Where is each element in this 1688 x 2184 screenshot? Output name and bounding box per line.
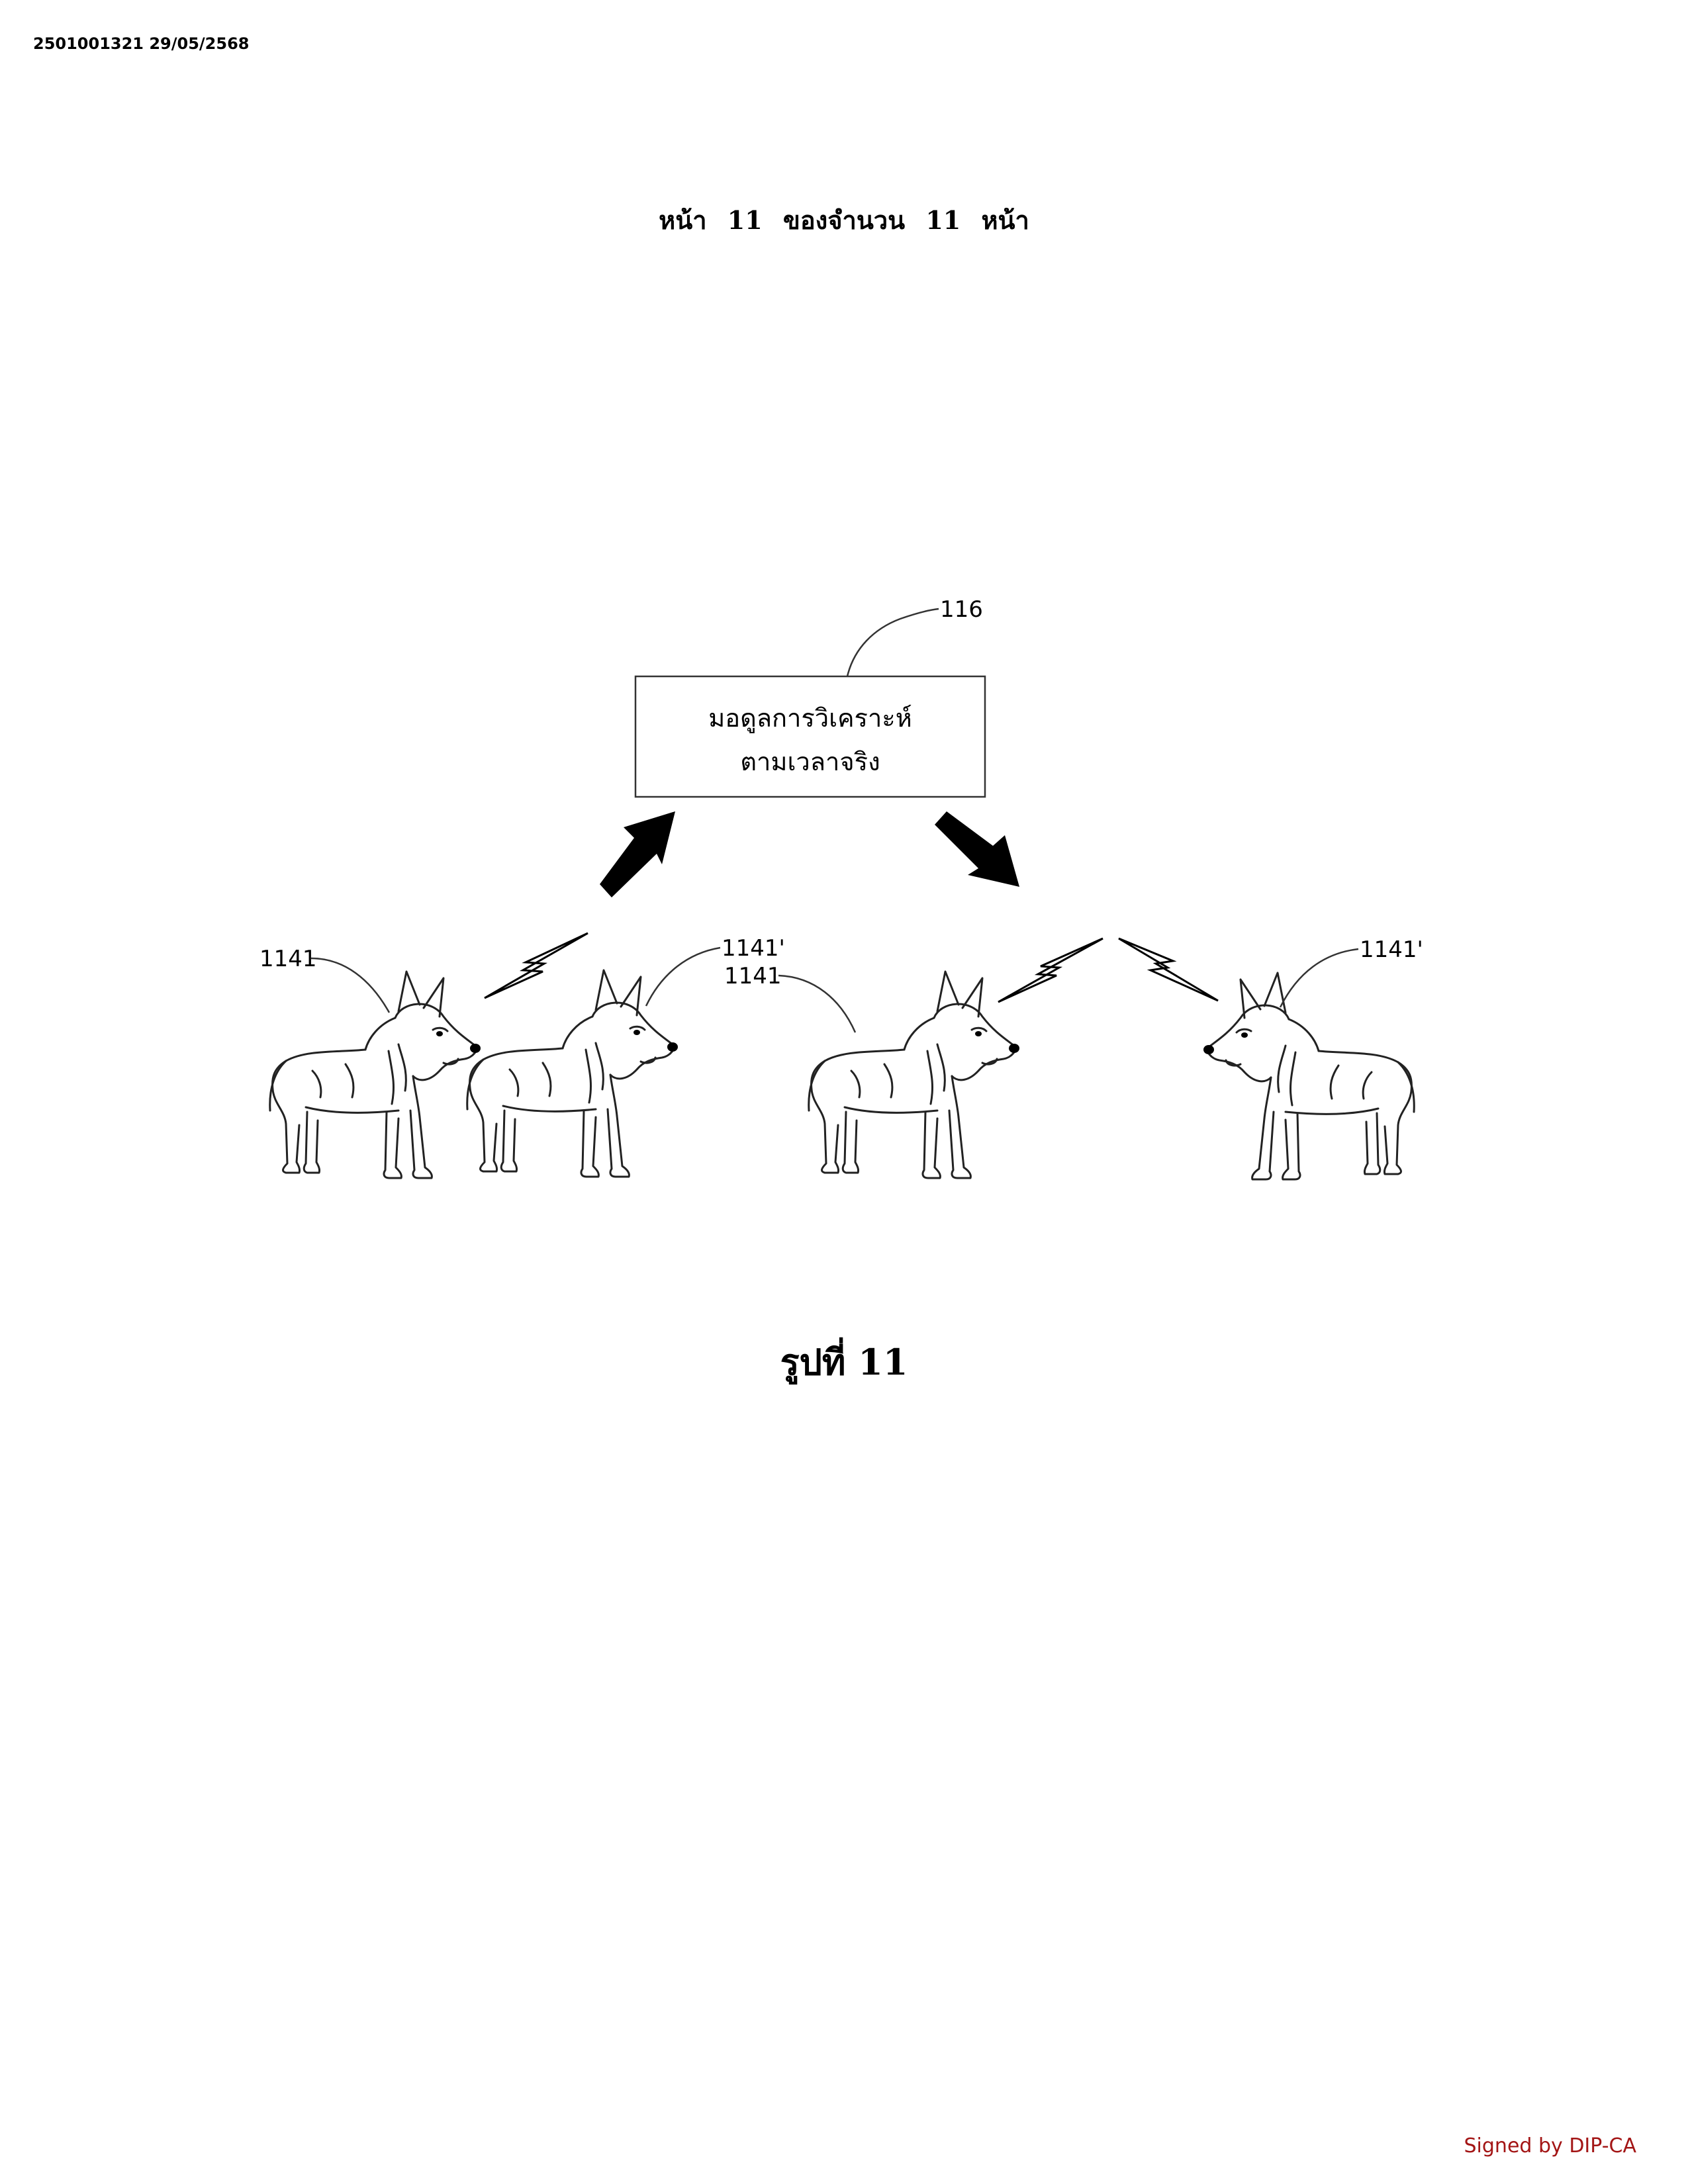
ref-label-dog4: 1141' [1360, 936, 1423, 963]
module-leader-line [846, 608, 939, 677]
signal-bolt-1 [484, 932, 588, 999]
dog-3 [808, 970, 1021, 1179]
signature-mark: Signed by DIP-CA [1464, 2134, 1636, 2158]
dog-4 [1202, 972, 1415, 1181]
dog2-leader-line [645, 946, 721, 1007]
module-box-line2: ตามเวลาจริง [740, 747, 880, 776]
ref-label-dog2: 1141' [722, 935, 785, 962]
page-header: หน้า 11 ของจำนวน 11 หน้า [659, 205, 1029, 235]
dog4-leader-line [1279, 948, 1359, 1008]
module-box-line1: มอดูลการวิเคราะห์ [708, 704, 912, 733]
signal-bolt-3 [1118, 937, 1219, 1002]
ref-label-dog1: 1141 [259, 946, 317, 972]
figure-caption: รูปที่ 11 [780, 1341, 908, 1383]
ref-label-116: 116 [940, 596, 983, 623]
arrow-down-from-module [935, 811, 1019, 887]
document-id-stamp: 2501001321 29/05/2568 [33, 34, 250, 53]
analysis-module-box [634, 675, 986, 798]
dog-1 [269, 970, 482, 1179]
ref-label-dog3: 1141 [724, 963, 782, 989]
arrow-up-to-module [600, 811, 675, 897]
dog1-leader-line [310, 957, 391, 1013]
dog-2 [466, 969, 679, 1178]
signal-bolt-2 [998, 937, 1103, 1003]
dog3-leader-line [778, 974, 857, 1033]
